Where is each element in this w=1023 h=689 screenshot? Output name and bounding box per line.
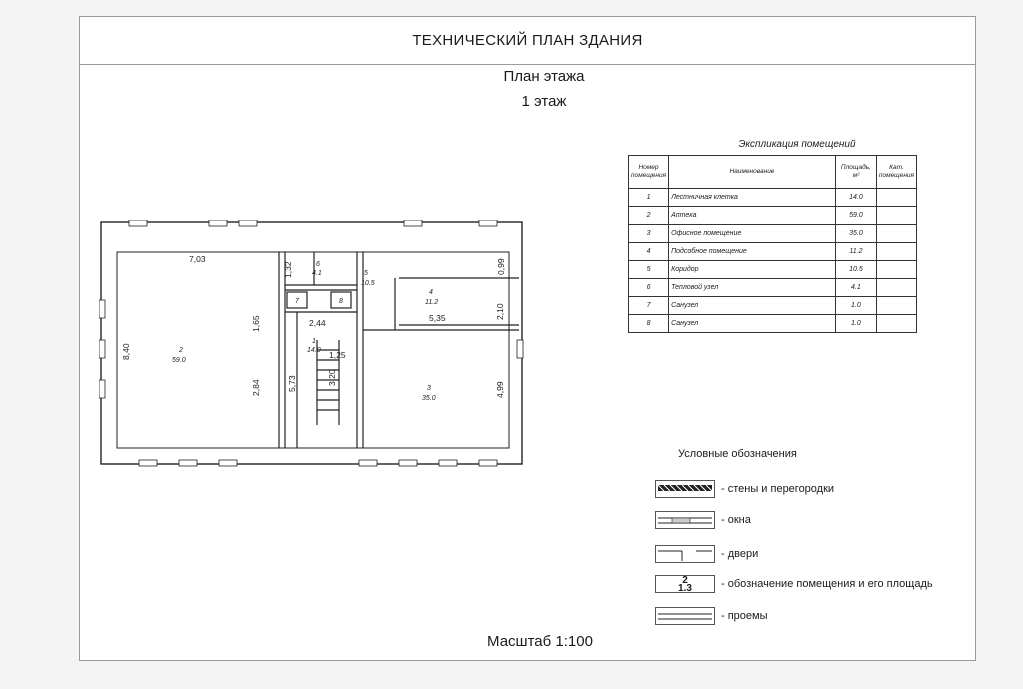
plan-sheet: ТЕХНИЧЕСКИЙ ПЛАН ЗДАНИЯ План этажа 1 эта… — [79, 16, 976, 661]
dim-4-99: 4,99 — [495, 381, 505, 398]
explication-title: Экспликация помещений — [738, 139, 856, 150]
room-1-num: 1 — [312, 338, 316, 345]
row-name: Тепловой узел — [668, 278, 836, 297]
row-name: Санузел — [668, 314, 836, 333]
room-8-num: 8 — [339, 298, 343, 305]
row-area: 35.0 — [834, 224, 877, 243]
row-num: 7 — [627, 296, 670, 315]
explication-header-row: Номер помещения Наименование Площадь, м²… — [627, 155, 918, 189]
header-num: Номер помещения — [627, 155, 670, 189]
dim-5-73: 5,73 — [287, 375, 297, 392]
floor-label: 1 этаж — [521, 93, 567, 110]
legend-item-openings: - проемы — [655, 607, 975, 627]
legend-label-room-tag: - обозначение помещения и его площадь — [721, 578, 933, 590]
row-num: 6 — [627, 278, 670, 297]
dim-1-32: 1,32 — [283, 261, 293, 278]
row-area: 11.2 — [834, 242, 877, 261]
room-7-num: 7 — [295, 298, 300, 305]
room-1-area: 14.0 — [307, 347, 321, 354]
legend-label-windows: - окна — [721, 514, 751, 526]
row-area: 59.0 — [834, 206, 877, 225]
row-area: 1.0 — [834, 314, 877, 333]
row-cat — [875, 206, 918, 225]
legend-label-openings: - проемы — [721, 610, 768, 622]
dim-7-03: 7,03 — [189, 254, 206, 264]
row-name: Аптека — [668, 206, 836, 225]
room-3-area: 35.0 — [422, 395, 436, 402]
opening-symbol-icon — [655, 607, 715, 625]
room-5-area: 10.5 — [361, 280, 375, 287]
row-area: 14.0 — [834, 188, 877, 207]
room-4-num: 4 — [429, 289, 433, 296]
row-cat — [875, 224, 918, 243]
row-name: Подсобное помещение — [668, 242, 836, 261]
legend-label-walls: - стены и перегородки — [721, 483, 835, 495]
legend-title: Условные обозначения — [678, 448, 797, 460]
row-cat — [875, 296, 918, 315]
header-cat: Кат. помещения — [875, 155, 918, 189]
dim-2-84: 2,84 — [251, 379, 261, 396]
door-symbol-icon — [655, 545, 715, 563]
room-tag-symbol-icon: 2 1.3 — [655, 575, 715, 594]
row-area: 1.0 — [834, 296, 877, 315]
row-name: Лестничная клетка — [668, 188, 836, 207]
dim-1-65: 1,65 — [251, 315, 261, 332]
dim-3-20: 3,20 — [327, 369, 337, 386]
row-num: 3 — [627, 224, 670, 243]
row-num: 1 — [627, 188, 670, 207]
row-num: 4 — [627, 242, 670, 261]
row-area: 4.1 — [834, 278, 877, 297]
row-name: Коридор — [668, 260, 836, 279]
row-num: 2 — [627, 206, 670, 225]
explication-table: Номер помещения Наименование Площадь, м²… — [627, 155, 918, 333]
row-name: Санузел — [668, 296, 836, 315]
room-2-area: 59.0 — [172, 357, 186, 364]
row-cat — [875, 260, 918, 279]
legend-item-walls: - стены и перегородки — [655, 480, 975, 500]
dim-1-25: 1,25 — [329, 350, 346, 360]
room-2-num: 2 — [178, 347, 183, 354]
row-num: 5 — [627, 260, 670, 279]
legend-tag-num: 2 — [682, 575, 688, 586]
dim-0-99: 0,99 — [496, 258, 506, 275]
plan-title: План этажа — [503, 68, 585, 85]
legend-label-doors: - двери — [721, 548, 759, 560]
legend-item-windows: - окна — [655, 511, 975, 531]
inner-wall-line — [116, 251, 510, 449]
room-5-num: 5 — [364, 270, 368, 277]
row-area: 10.5 — [834, 260, 877, 279]
dim-8-40: 8,40 — [121, 343, 131, 360]
document-title: ТЕХНИЧЕСКИЙ ПЛАН ЗДАНИЯ — [80, 17, 975, 65]
row-cat — [875, 242, 918, 261]
header-name: Наименование — [668, 155, 836, 189]
row-cat — [875, 278, 918, 297]
legend-item-doors: - двери — [655, 545, 975, 565]
window-symbol-icon — [655, 511, 715, 529]
scale-label: Масштаб 1:100 — [487, 633, 593, 650]
row-cat — [875, 188, 918, 207]
dim-5-35: 5,35 — [429, 313, 446, 323]
room-6-area: 4.1 — [312, 270, 322, 277]
room-3-num: 3 — [427, 385, 431, 392]
dim-2-44: 2,44 — [309, 318, 326, 328]
legend-item-room-tag: 2 1.3 - обозначение помещения и его площ… — [655, 575, 975, 595]
room-4-area: 11.2 — [425, 299, 438, 306]
room-6-num: 6 — [316, 261, 320, 268]
row-cat — [875, 314, 918, 333]
wall-symbol-icon — [655, 480, 715, 498]
legend-tag-area: 1.3 — [678, 583, 692, 594]
floor-plan-drawing: 7,03 1,32 0,99 8,40 1,65 2,44 5,35 2,10 … — [99, 220, 524, 467]
row-num: 8 — [627, 314, 670, 333]
row-name: Офисное помещение — [668, 224, 836, 243]
header-area: Площадь, м² — [834, 155, 877, 189]
dim-2-10: 2,10 — [495, 303, 505, 320]
